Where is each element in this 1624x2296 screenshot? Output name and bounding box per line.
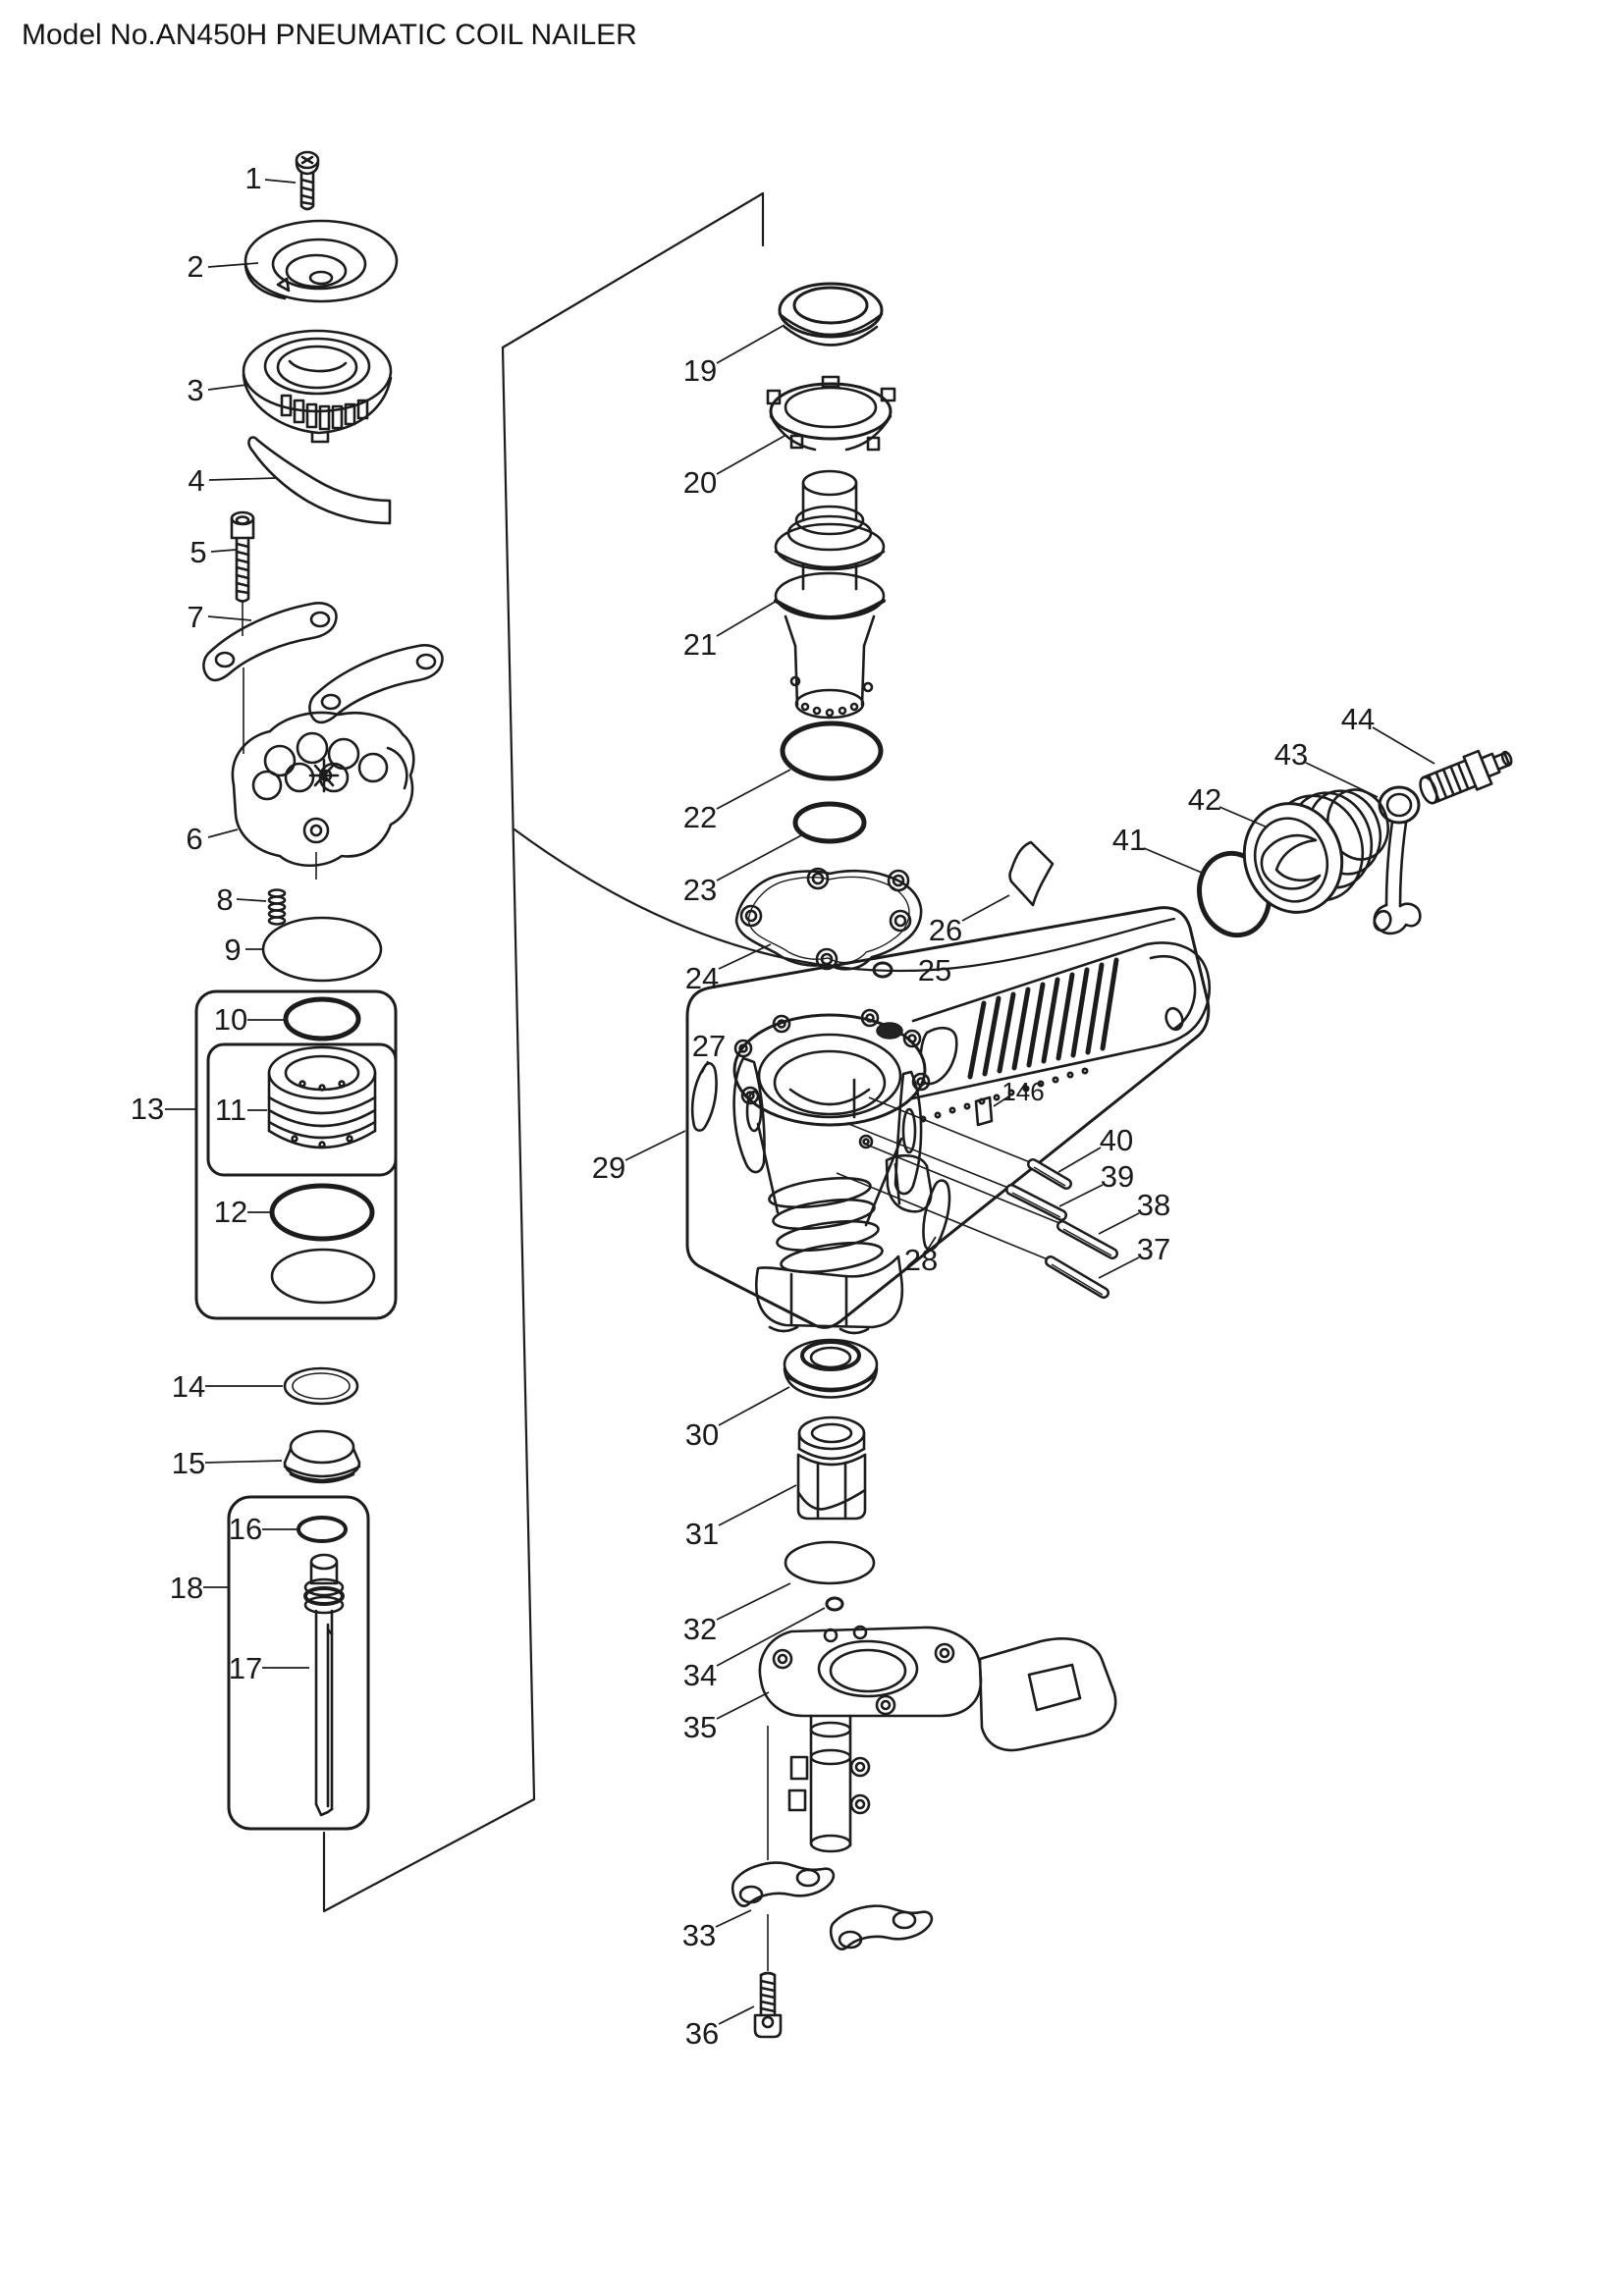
label-35: 35 — [683, 1710, 717, 1744]
label-16: 16 — [229, 1512, 262, 1546]
pin-guide-lines — [836, 1096, 1060, 1260]
part-23-o-ring — [792, 801, 867, 844]
part-39-pin — [1005, 1184, 1067, 1221]
label-17: 17 — [229, 1651, 262, 1685]
part-2-cap — [244, 219, 399, 303]
part-22-o-ring — [780, 721, 884, 781]
part-5-bolt — [230, 510, 255, 603]
part-30-seal — [783, 1338, 879, 1399]
part-24-gasket — [734, 867, 923, 971]
label-14: 14 — [172, 1369, 205, 1404]
group-box-18 — [227, 1495, 370, 1831]
part-15-bumper — [283, 1429, 361, 1484]
label-39: 39 — [1101, 1159, 1134, 1194]
part-146-plate — [974, 1095, 994, 1127]
part-3-ring — [242, 329, 393, 444]
label-12: 12 — [214, 1195, 247, 1229]
part-34-o-ring — [825, 1596, 844, 1612]
part-37-pin — [1045, 1255, 1110, 1299]
part-labels: 1 2 3 4 5 6 7 8 9 10 11 12 13 14 15 16 1… — [131, 161, 1375, 2051]
label-22: 22 — [683, 800, 717, 834]
label-6: 6 — [186, 822, 202, 856]
label-5: 5 — [189, 535, 206, 569]
pins — [1005, 1158, 1118, 1299]
part-42-cap — [1242, 788, 1389, 914]
label-28: 28 — [904, 1243, 938, 1277]
part-26-label-plate — [1008, 840, 1055, 907]
label-33: 33 — [682, 1918, 716, 1952]
label-146: 146 — [1001, 1077, 1044, 1106]
part-9-disc — [261, 916, 383, 983]
part-7-plates — [202, 602, 444, 724]
part-11-piston — [267, 1045, 377, 1149]
label-18: 18 — [170, 1571, 203, 1605]
label-41: 41 — [1112, 823, 1146, 857]
label-24: 24 — [685, 961, 719, 995]
part-1-screw — [295, 150, 320, 211]
label-2: 2 — [187, 249, 203, 284]
label-40: 40 — [1100, 1123, 1133, 1157]
label-25: 25 — [918, 953, 951, 988]
part-38-pin — [1056, 1220, 1118, 1259]
page-title: Model No.AN450H PNEUMATIC COIL NAILER — [22, 19, 637, 51]
part-35-nose-assembly — [758, 1625, 1117, 1853]
label-34: 34 — [683, 1658, 717, 1692]
label-11: 11 — [215, 1093, 246, 1127]
label-10: 10 — [214, 1002, 247, 1037]
part-12-o-ring — [269, 1183, 375, 1242]
label-23: 23 — [683, 873, 717, 907]
label-1: 1 — [244, 161, 261, 195]
group-box-29 — [685, 906, 1211, 1329]
label-21: 21 — [683, 627, 717, 662]
label-15: 15 — [172, 1446, 205, 1480]
part-14-ring — [283, 1366, 359, 1406]
label-13: 13 — [131, 1092, 164, 1126]
part-36-bolt — [753, 1971, 783, 2039]
part-6-head-valve — [231, 711, 415, 867]
fold-lines — [322, 191, 1176, 1913]
main-housing — [732, 941, 1211, 1335]
label-36: 36 — [685, 2016, 719, 2051]
part-19-exhaust-seal — [778, 282, 884, 347]
label-38: 38 — [1137, 1188, 1170, 1222]
label-19: 19 — [683, 353, 717, 388]
handle-fins — [967, 957, 1119, 1080]
part-16-o-ring — [297, 1516, 348, 1543]
part-43-dust-cap — [1373, 785, 1422, 935]
part-44-air-fitting — [1419, 749, 1513, 805]
label-4: 4 — [188, 463, 204, 498]
label-42: 42 — [1188, 782, 1221, 817]
label-26: 26 — [929, 913, 962, 947]
label-44: 44 — [1341, 702, 1375, 736]
label-30: 30 — [685, 1417, 719, 1452]
part-10-o-ring — [283, 996, 361, 1041]
label-32: 32 — [683, 1612, 717, 1646]
label-9: 9 — [224, 933, 241, 967]
part-12-seal-disc — [270, 1248, 376, 1305]
label-20: 20 — [683, 465, 717, 500]
part-31-nut — [796, 1415, 867, 1521]
label-7: 7 — [187, 600, 203, 634]
part-27-seal — [690, 1061, 718, 1132]
part-33-plates — [731, 1861, 934, 1950]
label-37: 37 — [1137, 1232, 1170, 1266]
part-40-pin — [1027, 1158, 1072, 1190]
part-20-lock-ring — [766, 375, 896, 452]
part-25-o-ring — [872, 961, 893, 979]
label-27: 27 — [692, 1029, 726, 1063]
part-4-leaf-spring — [247, 436, 392, 525]
label-31: 31 — [685, 1517, 719, 1551]
leader-lines — [165, 179, 1435, 2025]
label-3: 3 — [187, 373, 203, 407]
label-8: 8 — [216, 882, 233, 917]
part-28-seal — [922, 1179, 951, 1252]
label-29: 29 — [592, 1150, 625, 1185]
part-21-cylinder — [774, 469, 886, 720]
part-32-disc — [784, 1540, 876, 1585]
part-8-spring — [267, 888, 287, 926]
label-43: 43 — [1274, 737, 1308, 772]
part-17-driver — [303, 1553, 345, 1817]
